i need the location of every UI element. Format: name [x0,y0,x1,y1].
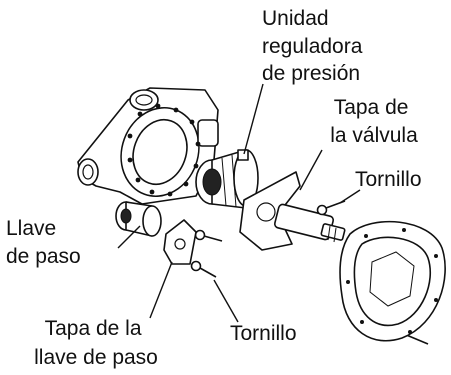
stop-valve [115,201,162,237]
label-screw-bottom: Tornillo [230,322,297,345]
valve-cover-cartridge [239,171,346,251]
label-screw-top: Tornillo [355,168,422,191]
valve-body [77,87,219,205]
leader-screw-bottom [213,279,239,323]
screw-left-upper [194,229,223,242]
label-valve-cover: Tapa de la válvula [330,96,418,147]
trim-ring-plate [339,220,446,342]
leader-screw-top [339,189,361,204]
leader-stop-cover [149,261,173,319]
leader-valve-cover [299,149,323,191]
label-stop-valve-cover: Tapa de la llave de paso [34,317,158,369]
pressure-balancing-unit [195,149,259,209]
leader-pressure-unit [243,83,264,155]
leader-stop-valve [117,225,141,249]
stop-valve-cover [163,219,197,265]
screw-left-lower [190,260,217,278]
label-stop-valve: Llave de paso [6,217,81,268]
label-pressure-unit: Unidad reguladora de presión [262,7,368,85]
